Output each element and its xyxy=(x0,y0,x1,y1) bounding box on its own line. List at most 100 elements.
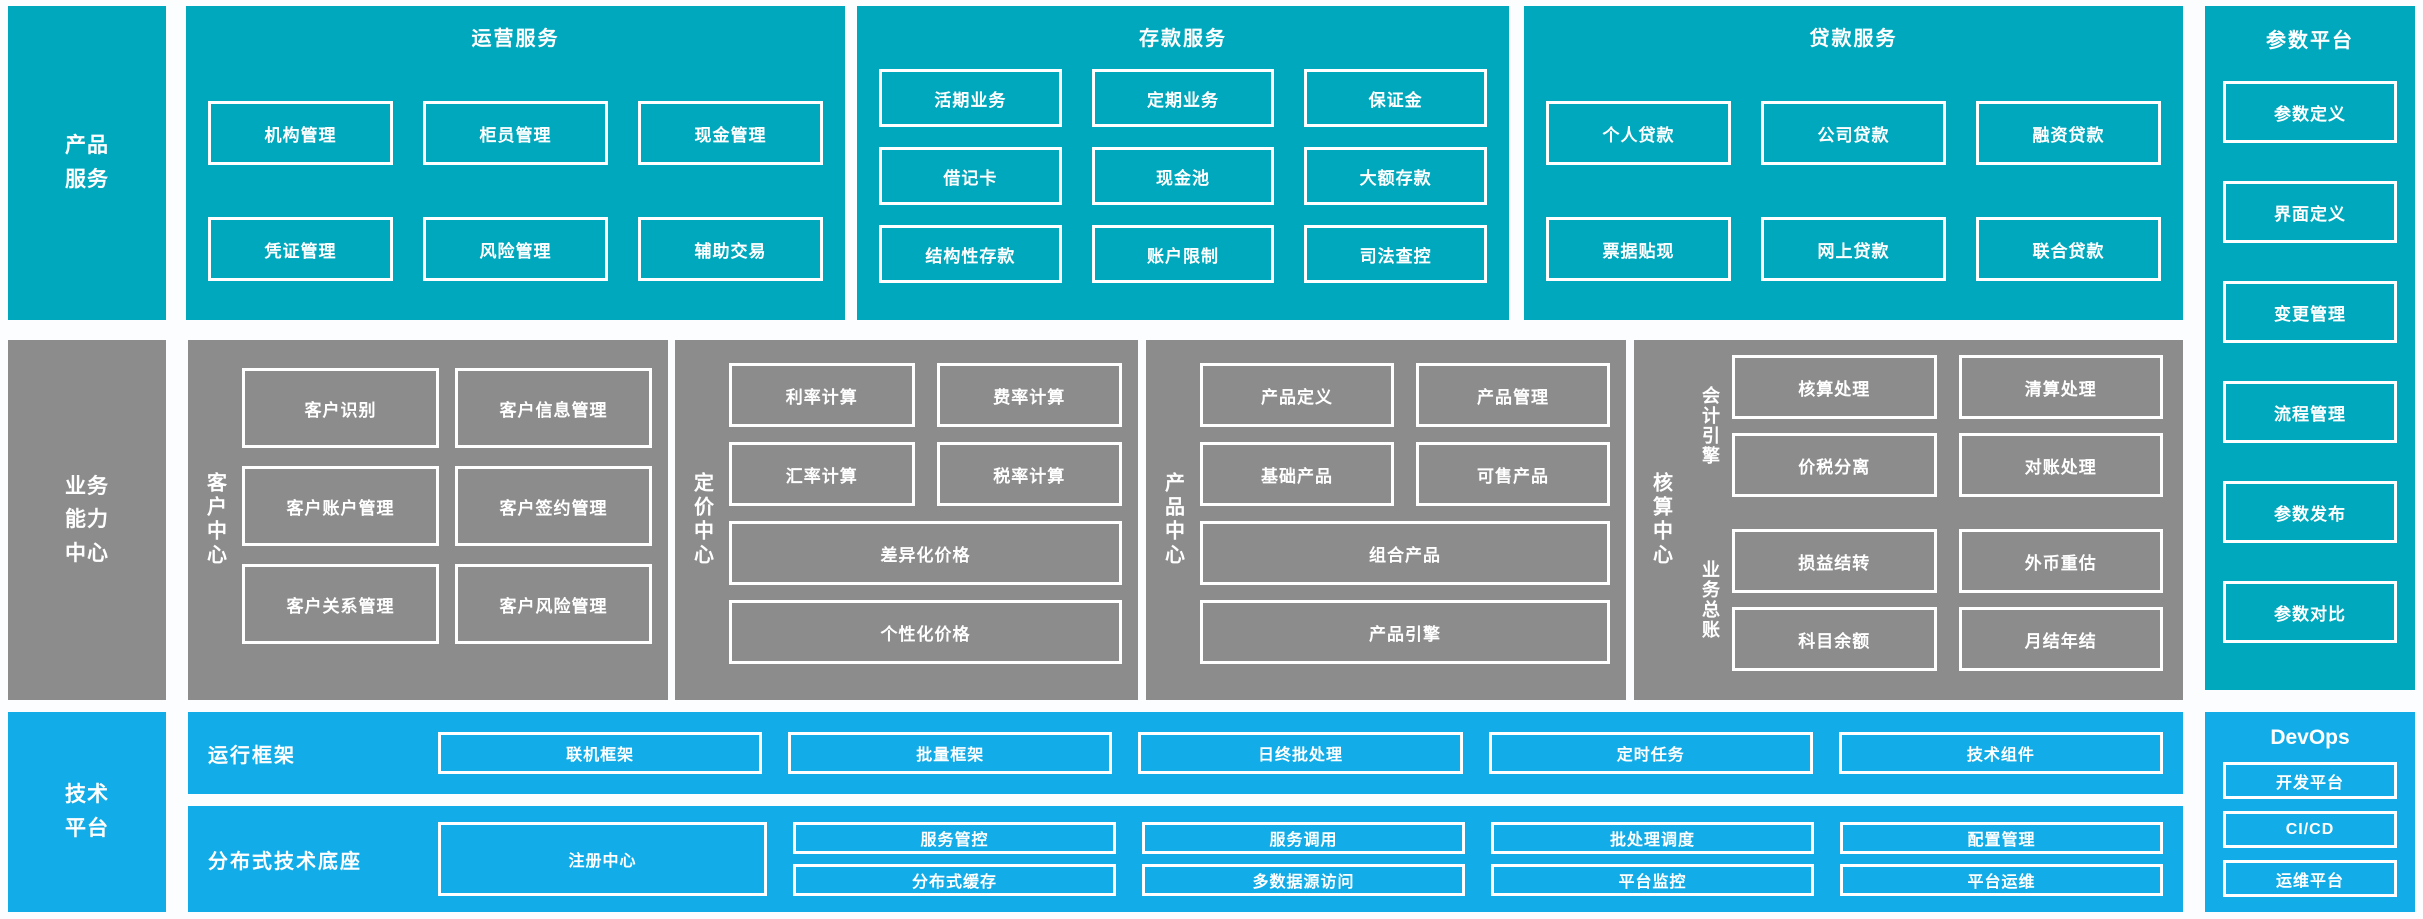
service-box: 网上贷款 xyxy=(1761,217,1946,281)
service-box: 税率计算 xyxy=(936,442,1122,506)
service-box: 变更管理 xyxy=(2223,281,2397,343)
deposits-panel: 存款服务 活期业务 定期业务 保证金 借记卡 现金池 大额存款 结构性存款 账户… xyxy=(857,6,1509,320)
loans-grid: 个人贷款 公司贷款 融资贷款 票据贴现 网上贷款 联合贷款 xyxy=(1546,101,2161,281)
service-box: 注册中心 xyxy=(438,822,767,896)
service-box: 服务管控 xyxy=(793,822,1116,854)
customer-center-label: 客户中心 xyxy=(203,472,226,568)
deposits-grid: 活期业务 定期业务 保证金 借记卡 现金池 大额存款 结构性存款 账户限制 司法… xyxy=(879,69,1488,283)
service-box: 流程管理 xyxy=(2223,381,2397,443)
service-box: 产品定义 xyxy=(1200,363,1394,427)
service-box: 定期业务 xyxy=(1091,69,1275,127)
service-box: 融资贷款 xyxy=(1976,101,2161,165)
service-box: 界面定义 xyxy=(2223,181,2397,243)
runtime-framework-boxes: 联机框架 批量框架 日终批处理 定时任务 技术组件 xyxy=(438,732,2164,774)
service-box: 外币重估 xyxy=(1958,529,2163,593)
service-box: 活期业务 xyxy=(879,69,1062,127)
service-box: 凭证管理 xyxy=(208,217,393,281)
service-box: 平台监控 xyxy=(1491,864,1814,896)
service-box: 批处理调度 xyxy=(1491,822,1814,854)
accounting-engine-label: 会计引擎 xyxy=(1700,386,1720,466)
customer-center-panel: 客户中心 客户识别 客户信息管理 客户账户管理 客户签约管理 客户关系管理 客户… xyxy=(188,340,668,700)
service-box-stack: 批处理调度 平台监控 xyxy=(1491,822,1814,896)
service-box-stack: 服务管控 分布式缓存 xyxy=(793,822,1116,896)
pricing-center-panel: 定价中心 利率计算 费率计算 汇率计算 税率计算 差异化价格 个性化价格 xyxy=(675,340,1138,700)
accounting-groups: 会计引擎 核算处理 清算处理 价税分离 对账处理 业务总账 损益结转 xyxy=(1688,355,2163,700)
service-box: 技术组件 xyxy=(1838,732,2164,774)
customer-center-grid: 客户识别 客户信息管理 客户账户管理 客户签约管理 客户关系管理 客户风险管理 xyxy=(242,368,652,700)
service-box: 开发平台 xyxy=(2223,762,2397,799)
service-box: 基础产品 xyxy=(1200,442,1394,506)
accounting-center-label: 核算中心 xyxy=(1649,472,1672,568)
service-box: 服务调用 xyxy=(1142,822,1465,854)
service-box: 联机框架 xyxy=(438,732,763,774)
service-box: 批量框架 xyxy=(788,732,1113,774)
accounting-engine-group: 会计引擎 核算处理 清算处理 价税分离 对账处理 xyxy=(1688,355,2163,497)
devops-panel: DevOps 开发平台 CI/CD 运维平台 xyxy=(2205,712,2415,912)
product-center-panel: 产品中心 产品定义 产品管理 基础产品 可售产品 组合产品 产品引擎 xyxy=(1146,340,1626,700)
loans-panel: 贷款服务 个人贷款 公司贷款 融资贷款 票据贴现 网上贷款 联合贷款 xyxy=(1524,6,2183,320)
service-box: 客户信息管理 xyxy=(455,368,652,448)
operations-panel: 运营服务 机构管理 柜员管理 现金管理 凭证管理 风险管理 辅助交易 xyxy=(186,6,845,320)
service-box: 柜员管理 xyxy=(423,101,608,165)
business-ledger-grid: 损益结转 外币重估 科目余额 月结年结 xyxy=(1732,529,2163,671)
service-box: 票据贴现 xyxy=(1546,217,1731,281)
service-box: 客户识别 xyxy=(242,368,439,448)
service-box: 配置管理 xyxy=(1840,822,2163,854)
pricing-center-label: 定价中心 xyxy=(690,472,713,568)
technology-platform-sidebar: 技术 平台 xyxy=(8,712,166,912)
parameter-platform-stack: 参数定义 界面定义 变更管理 流程管理 参数发布 参数对比 xyxy=(2223,81,2397,643)
business-capability-sidebar: 业务 能力 中心 xyxy=(8,340,166,700)
runtime-framework-bar: 运行框架 联机框架 批量框架 日终批处理 定时任务 技术组件 xyxy=(188,712,2183,794)
service-box: 汇率计算 xyxy=(729,442,915,506)
service-box: 机构管理 xyxy=(208,101,393,165)
devops-title: DevOps xyxy=(2270,726,2350,749)
business-ledger-group: 业务总账 损益结转 外币重估 科目余额 月结年结 xyxy=(1688,529,2163,671)
service-box: 核算处理 xyxy=(1732,355,1937,419)
devops-stack: 开发平台 CI/CD 运维平台 xyxy=(2223,762,2397,897)
service-box: CI/CD xyxy=(2223,811,2397,848)
distributed-base-label: 分布式技术底座 xyxy=(208,850,362,873)
service-box: 费率计算 xyxy=(936,363,1122,427)
distributed-base-bar: 分布式技术底座 注册中心 服务管控 分布式缓存 服务调用 多数据源访问 批处理调… xyxy=(188,806,2183,912)
operations-panel-title: 运营服务 xyxy=(471,28,560,50)
service-box-stack: 配置管理 平台运维 xyxy=(1840,822,2163,896)
service-box: 产品管理 xyxy=(1416,363,1610,427)
service-box: 个性化价格 xyxy=(729,600,1122,664)
service-box: 个人贷款 xyxy=(1546,101,1731,165)
service-box: 参数对比 xyxy=(2223,581,2397,643)
service-box: 科目余额 xyxy=(1732,607,1937,671)
service-box-stack: 服务调用 多数据源访问 xyxy=(1142,822,1465,896)
deposits-panel-title: 存款服务 xyxy=(1139,28,1227,50)
service-box: 价税分离 xyxy=(1732,433,1937,497)
service-box: 损益结转 xyxy=(1732,529,1937,593)
service-box: 客户关系管理 xyxy=(242,564,439,644)
service-box: 分布式缓存 xyxy=(793,864,1116,896)
pricing-center-grid: 利率计算 费率计算 汇率计算 税率计算 差异化价格 个性化价格 xyxy=(729,363,1122,700)
service-box: 公司贷款 xyxy=(1761,101,1946,165)
parameter-platform-title: 参数平台 xyxy=(2266,30,2354,52)
service-box: 平台运维 xyxy=(1840,864,2163,896)
service-box: 账户限制 xyxy=(1091,225,1275,283)
service-box: 借记卡 xyxy=(879,147,1062,205)
service-box: 结构性存款 xyxy=(879,225,1062,283)
service-box: 保证金 xyxy=(1304,69,1488,127)
service-box: 辅助交易 xyxy=(638,217,823,281)
service-box: 司法查控 xyxy=(1304,225,1488,283)
service-box: 产品引擎 xyxy=(1200,600,1610,664)
business-ledger-label: 业务总账 xyxy=(1700,560,1720,640)
product-center-label: 产品中心 xyxy=(1161,472,1184,568)
service-box: 运维平台 xyxy=(2223,860,2397,897)
service-box: 可售产品 xyxy=(1416,442,1610,506)
product-center-grid: 产品定义 产品管理 基础产品 可售产品 组合产品 产品引擎 xyxy=(1200,363,1610,700)
operations-grid: 机构管理 柜员管理 现金管理 凭证管理 风险管理 辅助交易 xyxy=(208,101,823,281)
loans-panel-title: 贷款服务 xyxy=(1809,28,1898,50)
service-box: 日终批处理 xyxy=(1138,732,1463,774)
service-box: 清算处理 xyxy=(1958,355,2163,419)
runtime-framework-label: 运行框架 xyxy=(208,744,296,767)
service-box: 参数定义 xyxy=(2223,81,2397,143)
service-box: 现金管理 xyxy=(638,101,823,165)
service-box: 参数发布 xyxy=(2223,481,2397,543)
service-box: 对账处理 xyxy=(1958,433,2163,497)
accounting-engine-grid: 核算处理 清算处理 价税分离 对账处理 xyxy=(1732,355,2163,497)
service-box: 客户签约管理 xyxy=(455,466,652,546)
